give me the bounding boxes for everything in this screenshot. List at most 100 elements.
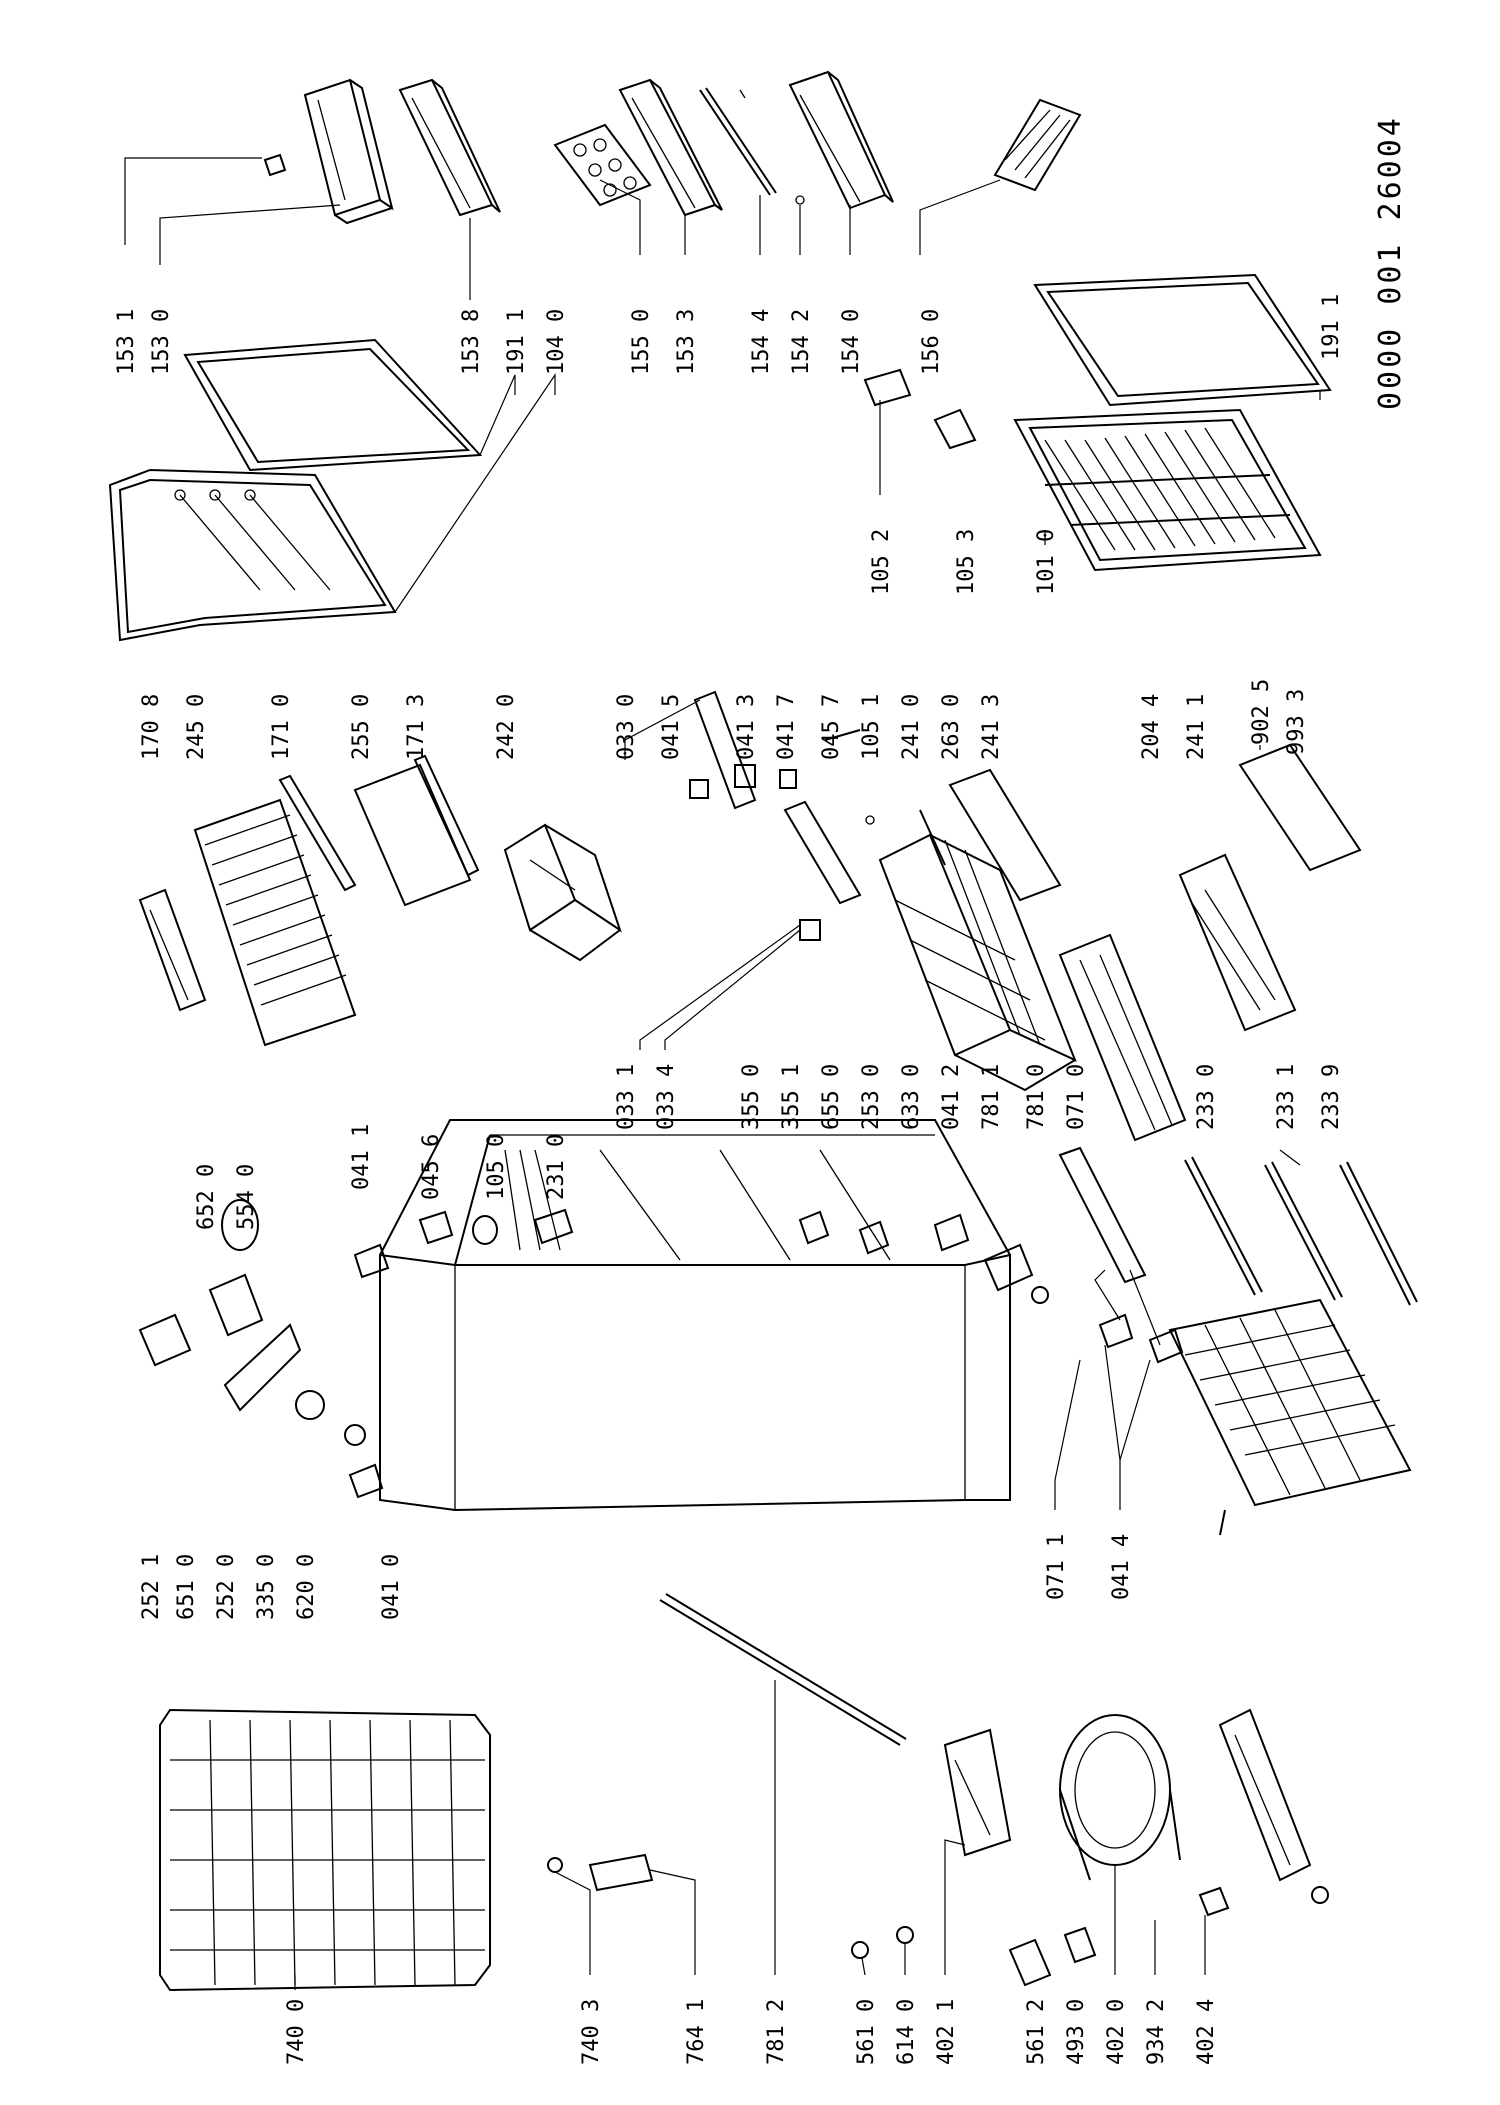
basket-241-1 [1178, 853, 1297, 1032]
callout-101-0: 101 0 [1034, 529, 1059, 595]
callout-402-0: 402 0 [1104, 1999, 1129, 2065]
base-plate [1218, 1708, 1329, 1904]
callout-171-0: 171 0 [269, 694, 294, 760]
callout-355-0: 355 0 [739, 1064, 764, 1130]
callout-253-0: 253 0 [859, 1064, 884, 1130]
callout-740-0: 740 0 [284, 1999, 309, 2065]
bar-033-1 [783, 800, 862, 905]
callout-252-0: 252 0 [214, 1554, 239, 1620]
freezer-door-104-0 [108, 468, 397, 642]
callout-105-3: 105 3 [954, 529, 979, 595]
bracket-402-1 [943, 1728, 1012, 1857]
panel-902-5 [1238, 743, 1362, 872]
callout-041-7: 041 7 [774, 694, 799, 760]
thermostat-assembly [138, 1199, 574, 1499]
callout-153-1: 153 1 [114, 309, 139, 375]
callout-041-1: 041 1 [349, 1124, 374, 1190]
foot-402-4 [1198, 1886, 1230, 1917]
callout-105-0: 105 0 [484, 1134, 509, 1200]
shelf-clip-153-1 [263, 153, 287, 177]
crisper-drawer-242-0 [503, 823, 622, 962]
hinge-105-2 [863, 368, 912, 407]
callout-633-0: 633 0 [899, 1064, 924, 1130]
callout-033-4: 033 4 [654, 1064, 679, 1130]
callout-041-4: 041 4 [1109, 1534, 1134, 1600]
callout-740-3: 740 3 [579, 1999, 604, 2065]
callout-993-3: 993 3 [1284, 689, 1309, 755]
callout-652-0: 652 0 [194, 1164, 219, 1230]
hinge-105-3 [933, 408, 977, 450]
trim-171-0 [278, 774, 357, 892]
glass-shelf-255-0 [353, 763, 472, 907]
callout-191-1-b: 191 1 [1319, 294, 1344, 360]
callout-252-1: 252 1 [139, 1554, 164, 1620]
wire-shelf-245-0 [193, 798, 357, 1047]
callout-241-0: 241 0 [899, 694, 924, 760]
callout-154-2: 154 2 [789, 309, 814, 375]
clip-154-2 [795, 195, 805, 205]
bar-033-0 [693, 690, 757, 810]
door-shelf-153-8 [398, 78, 501, 217]
drawing-reference: 0000 001 26004 [1373, 115, 1408, 410]
callout-335-0: 335 0 [254, 1554, 279, 1620]
callout-655-0: 655 0 [819, 1064, 844, 1130]
cabinet-body [379, 1119, 1011, 1512]
callout-651-0: 651 0 [174, 1554, 199, 1620]
callout-033-0: 033 0 [614, 694, 639, 760]
callout-105-2: 105 2 [869, 529, 894, 595]
basket-front-241-3 [948, 768, 1062, 902]
callout-171-3: 171 3 [404, 694, 429, 760]
callout-561-0: 561 0 [854, 1999, 879, 2065]
callout-934-2: 934 2 [1144, 1999, 1169, 2065]
callout-041-0: 041 0 [379, 1554, 404, 1620]
leader-lines-bottom [294, 1344, 1206, 1990]
callout-241-3: 241 3 [979, 694, 1004, 760]
dryer-764-1 [547, 1853, 654, 1892]
callout-071-0: 071 0 [1064, 1064, 1089, 1130]
evaporator-rods-233 [1184, 1156, 1418, 1306]
callout-255-0: 255 0 [349, 694, 374, 760]
compressor-402-0 [1059, 1714, 1181, 1881]
callout-153-0: 153 0 [149, 309, 174, 375]
callout-041-3: 041 3 [734, 694, 759, 760]
door-gasket-191-1-right [1033, 273, 1332, 407]
callout-233-9: 233 9 [1319, 1064, 1344, 1130]
evaporator-grid [1168, 1298, 1412, 1536]
small-parts [689, 729, 946, 941]
drawer-204-4 [1058, 933, 1187, 1142]
callout-231-0: 231 0 [544, 1134, 569, 1200]
fridge-door-101-0 [1013, 408, 1322, 572]
control-parts [798, 1146, 1184, 1364]
relay-493-0 [1063, 1926, 1097, 1964]
condenser-740-0 [159, 1708, 491, 1992]
ice-tray-156-0 [993, 98, 1082, 192]
callout-153-8: 153 8 [459, 309, 484, 375]
callout-402-4: 402 4 [1194, 1999, 1219, 2065]
callout-620-0: 620 0 [294, 1554, 319, 1620]
callout-781-1: 781 1 [979, 1064, 1004, 1130]
callout-191-1-a: 191 1 [504, 309, 529, 375]
callout-241-1: 241 1 [1184, 694, 1209, 760]
callout-764-1: 764 1 [684, 1999, 709, 2065]
callout-263-0: 263 0 [939, 694, 964, 760]
leader-lines [124, 157, 1321, 1346]
callout-045-6: 045 6 [419, 1134, 444, 1200]
callout-041-2: 041 2 [939, 1064, 964, 1130]
door-shelf-154-0 [788, 70, 894, 210]
callout-493-0: 493 0 [1064, 1999, 1089, 2065]
callout-245-0: 245 0 [184, 694, 209, 760]
callout-033-1: 033 1 [614, 1064, 639, 1130]
callout-233-0: 233 0 [1194, 1064, 1219, 1130]
callout-154-0: 154 0 [839, 309, 864, 375]
door-gasket-191-1-top [183, 338, 483, 472]
callout-156-0: 156 0 [919, 309, 944, 375]
callout-242-0: 242 0 [494, 694, 519, 760]
trim-171-3 [413, 754, 480, 877]
callout-902-5: 902 5 [1249, 679, 1274, 745]
callout-355-1: 355 1 [779, 1064, 804, 1130]
callout-614-0: 614 0 [894, 1999, 919, 2065]
callout-781-2: 781 2 [764, 1999, 789, 2065]
callout-104-0: 104 0 [544, 309, 569, 375]
callout-402-1: 402 1 [934, 1999, 959, 2065]
